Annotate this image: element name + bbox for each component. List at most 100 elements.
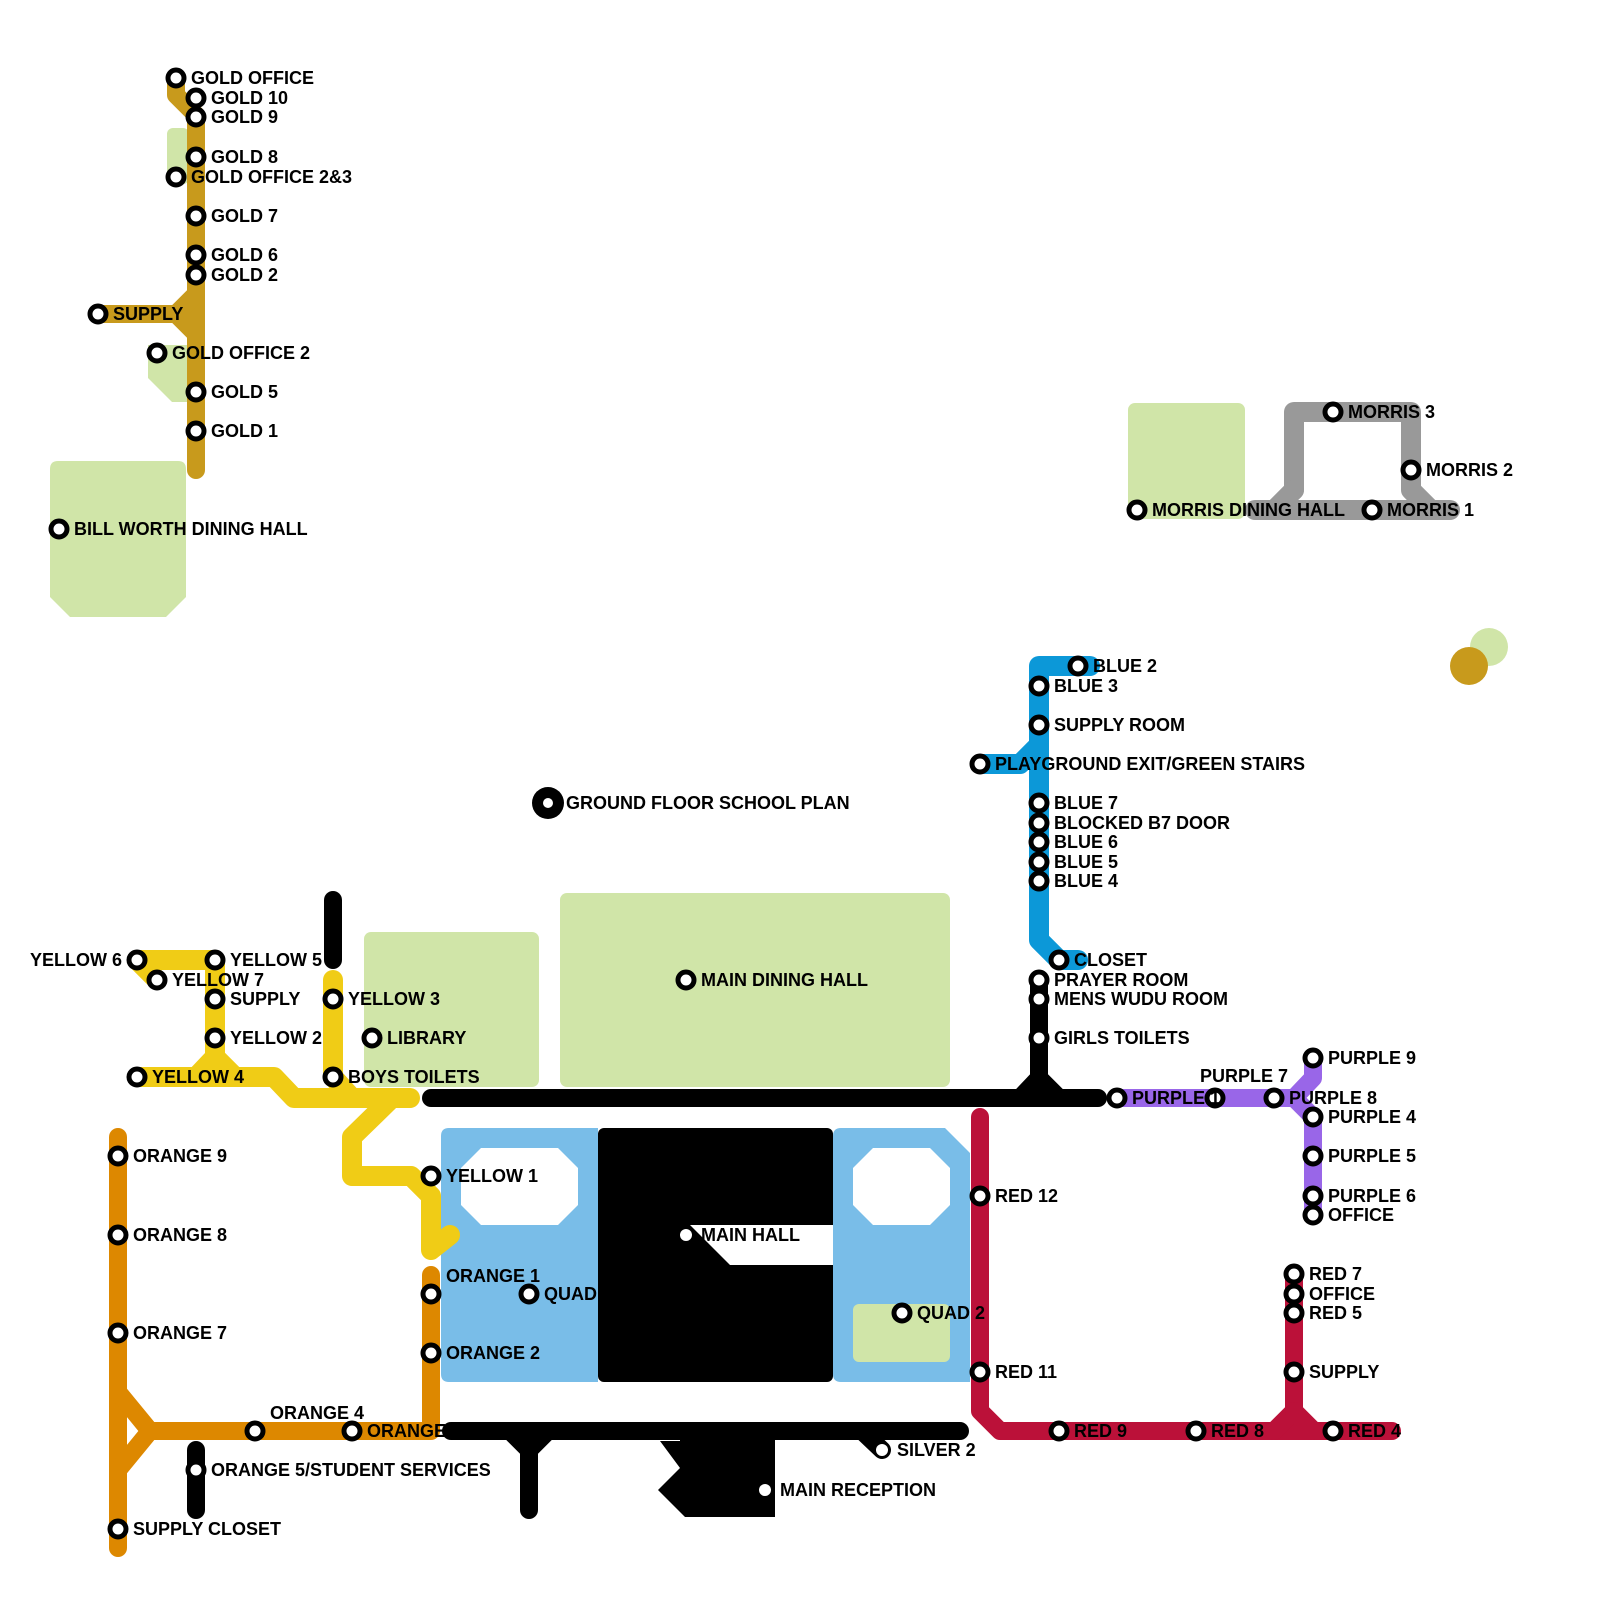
station-label[interactable]: ORANGE 7	[133, 1323, 227, 1343]
station-label[interactable]: OFFICE	[1328, 1205, 1394, 1225]
station-label[interactable]: GOLD OFFICE 2&3	[191, 167, 352, 187]
station-marker-icon[interactable]	[518, 1283, 540, 1305]
station-label[interactable]: PURPLE 7	[1200, 1066, 1288, 1086]
station-label[interactable]: YELLOW 7	[172, 970, 264, 990]
station-label[interactable]: MAIN DINING HALL	[701, 970, 868, 990]
station-label[interactable]: ORANGE 5/STUDENT SERVICES	[211, 1460, 491, 1480]
station-marker-icon[interactable]	[1028, 870, 1050, 892]
station-label[interactable]: BLUE 3	[1054, 676, 1118, 696]
station-label[interactable]: ORANGE 3	[367, 1421, 461, 1441]
station-label[interactable]: GOLD 10	[211, 88, 288, 108]
station-label[interactable]: LIBRARY	[387, 1028, 466, 1048]
station-label[interactable]: BILL WORTH DINING HALL	[74, 519, 308, 539]
station-label[interactable]: YELLOW 2	[230, 1028, 322, 1048]
station-marker-icon[interactable]	[1302, 1185, 1324, 1207]
station-marker-icon[interactable]	[87, 303, 109, 325]
station-label[interactable]: GOLD 8	[211, 147, 278, 167]
station-label[interactable]: MAIN RECEPTION	[780, 1480, 936, 1500]
station-marker-icon[interactable]	[1322, 1420, 1344, 1442]
station-label[interactable]: YELLOW 5	[230, 950, 322, 970]
station-marker-icon[interactable]	[1283, 1361, 1305, 1383]
station-label[interactable]: PURPLE 9	[1328, 1048, 1416, 1068]
station-marker-icon[interactable]	[244, 1420, 266, 1442]
station-marker-icon[interactable]	[1283, 1283, 1305, 1305]
station-label[interactable]: SUPPLY CLOSET	[133, 1519, 281, 1539]
station-label[interactable]: MORRIS DINING HALL	[1152, 500, 1345, 520]
station-marker-icon[interactable]	[107, 1224, 129, 1246]
station-marker-icon[interactable]	[1028, 812, 1050, 834]
station-marker-icon[interactable]	[1106, 1087, 1128, 1109]
station-label[interactable]: MORRIS 3	[1348, 402, 1435, 422]
station-marker-icon[interactable]	[107, 1518, 129, 1540]
station-marker-icon[interactable]	[1400, 459, 1422, 481]
station-marker-icon[interactable]	[165, 166, 187, 188]
station-marker-icon[interactable]	[185, 264, 207, 286]
station-marker-icon[interactable]	[322, 1066, 344, 1088]
station-label[interactable]: GOLD 2	[211, 265, 278, 285]
station-marker-icon[interactable]	[146, 969, 168, 991]
station-marker-icon[interactable]	[420, 1283, 442, 1305]
station-marker-icon[interactable]	[185, 1459, 207, 1481]
station-marker-icon[interactable]	[969, 1185, 991, 1207]
station-label[interactable]: ORANGE 1	[446, 1266, 540, 1286]
station-marker-icon[interactable]	[876, 1444, 888, 1456]
station-label[interactable]: RED 11	[995, 1362, 1057, 1382]
station-label[interactable]: SUPPLY	[230, 989, 300, 1009]
station-marker-icon[interactable]	[361, 1027, 383, 1049]
station-marker-icon[interactable]	[48, 518, 70, 540]
station-marker-icon[interactable]	[1028, 714, 1050, 736]
station-marker-icon[interactable]	[204, 949, 226, 971]
station-label[interactable]: OFFICE	[1309, 1284, 1375, 1304]
station-marker-icon[interactable]	[680, 1229, 692, 1241]
station-label[interactable]: ORANGE 4	[270, 1403, 364, 1423]
station-label[interactable]: SILVER 2	[897, 1440, 976, 1460]
station-label[interactable]: GOLD 6	[211, 245, 278, 265]
station-marker-icon[interactable]	[1028, 1027, 1050, 1049]
station-label[interactable]: YELLOW 3	[348, 989, 440, 1009]
station-marker-icon[interactable]	[185, 381, 207, 403]
station-label[interactable]: MENS WUDU ROOM	[1054, 989, 1228, 1009]
station-label[interactable]: RED 9	[1074, 1421, 1127, 1441]
station-marker-icon[interactable]	[1028, 851, 1050, 873]
station-marker-icon[interactable]	[1263, 1087, 1285, 1109]
station-marker-icon[interactable]	[1322, 401, 1344, 423]
station-label[interactable]: QUAD 1	[544, 1284, 612, 1304]
station-label[interactable]: PURPLE 8	[1289, 1088, 1377, 1108]
station-label[interactable]: GIRLS TOILETS	[1054, 1028, 1190, 1048]
station-marker-icon[interactable]	[185, 205, 207, 227]
station-label[interactable]: PURPLE 6	[1328, 1186, 1416, 1206]
station-marker-icon[interactable]	[107, 1322, 129, 1344]
station-label[interactable]: SUPPLY ROOM	[1054, 715, 1185, 735]
station-marker-icon[interactable]	[1283, 1263, 1305, 1285]
station-label[interactable]: ORANGE 8	[133, 1225, 227, 1245]
station-marker-icon[interactable]	[322, 988, 344, 1010]
station-label[interactable]: BLUE 7	[1054, 793, 1118, 813]
station-marker-icon[interactable]	[185, 420, 207, 442]
station-marker-icon[interactable]	[969, 1361, 991, 1383]
station-label[interactable]: PURPLE 5	[1328, 1146, 1416, 1166]
station-label[interactable]: YELLOW 1	[446, 1166, 538, 1186]
station-marker-icon[interactable]	[1302, 1106, 1324, 1128]
station-marker-icon[interactable]	[185, 146, 207, 168]
station-marker-icon[interactable]	[1028, 988, 1050, 1010]
station-marker-icon[interactable]	[969, 753, 991, 775]
station-marker-icon[interactable]	[1361, 499, 1383, 521]
station-label[interactable]: BLUE 2	[1093, 656, 1157, 676]
station-label[interactable]: BOYS TOILETS	[348, 1067, 480, 1087]
station-label[interactable]: MORRIS 1	[1387, 500, 1474, 520]
station-marker-icon[interactable]	[185, 106, 207, 128]
station-label[interactable]: CLOSET	[1074, 950, 1147, 970]
station-label[interactable]: RED 7	[1309, 1264, 1362, 1284]
station-marker-icon[interactable]	[759, 1484, 771, 1496]
station-marker-icon[interactable]	[1028, 831, 1050, 853]
station-label[interactable]: SUPPLY	[1309, 1362, 1379, 1382]
station-marker-icon[interactable]	[1185, 1420, 1207, 1442]
station-marker-icon[interactable]	[126, 1066, 148, 1088]
station-marker-icon[interactable]	[675, 969, 697, 991]
station-label[interactable]: RED 4	[1348, 1421, 1401, 1441]
station-label[interactable]: GOLD OFFICE	[191, 68, 314, 88]
station-marker-icon[interactable]	[420, 1165, 442, 1187]
station-label[interactable]: PLAYGROUND EXIT/GREEN STAIRS	[995, 754, 1305, 774]
station-label[interactable]: ORANGE 2	[446, 1343, 540, 1363]
station-label[interactable]: YELLOW 4	[152, 1067, 244, 1087]
